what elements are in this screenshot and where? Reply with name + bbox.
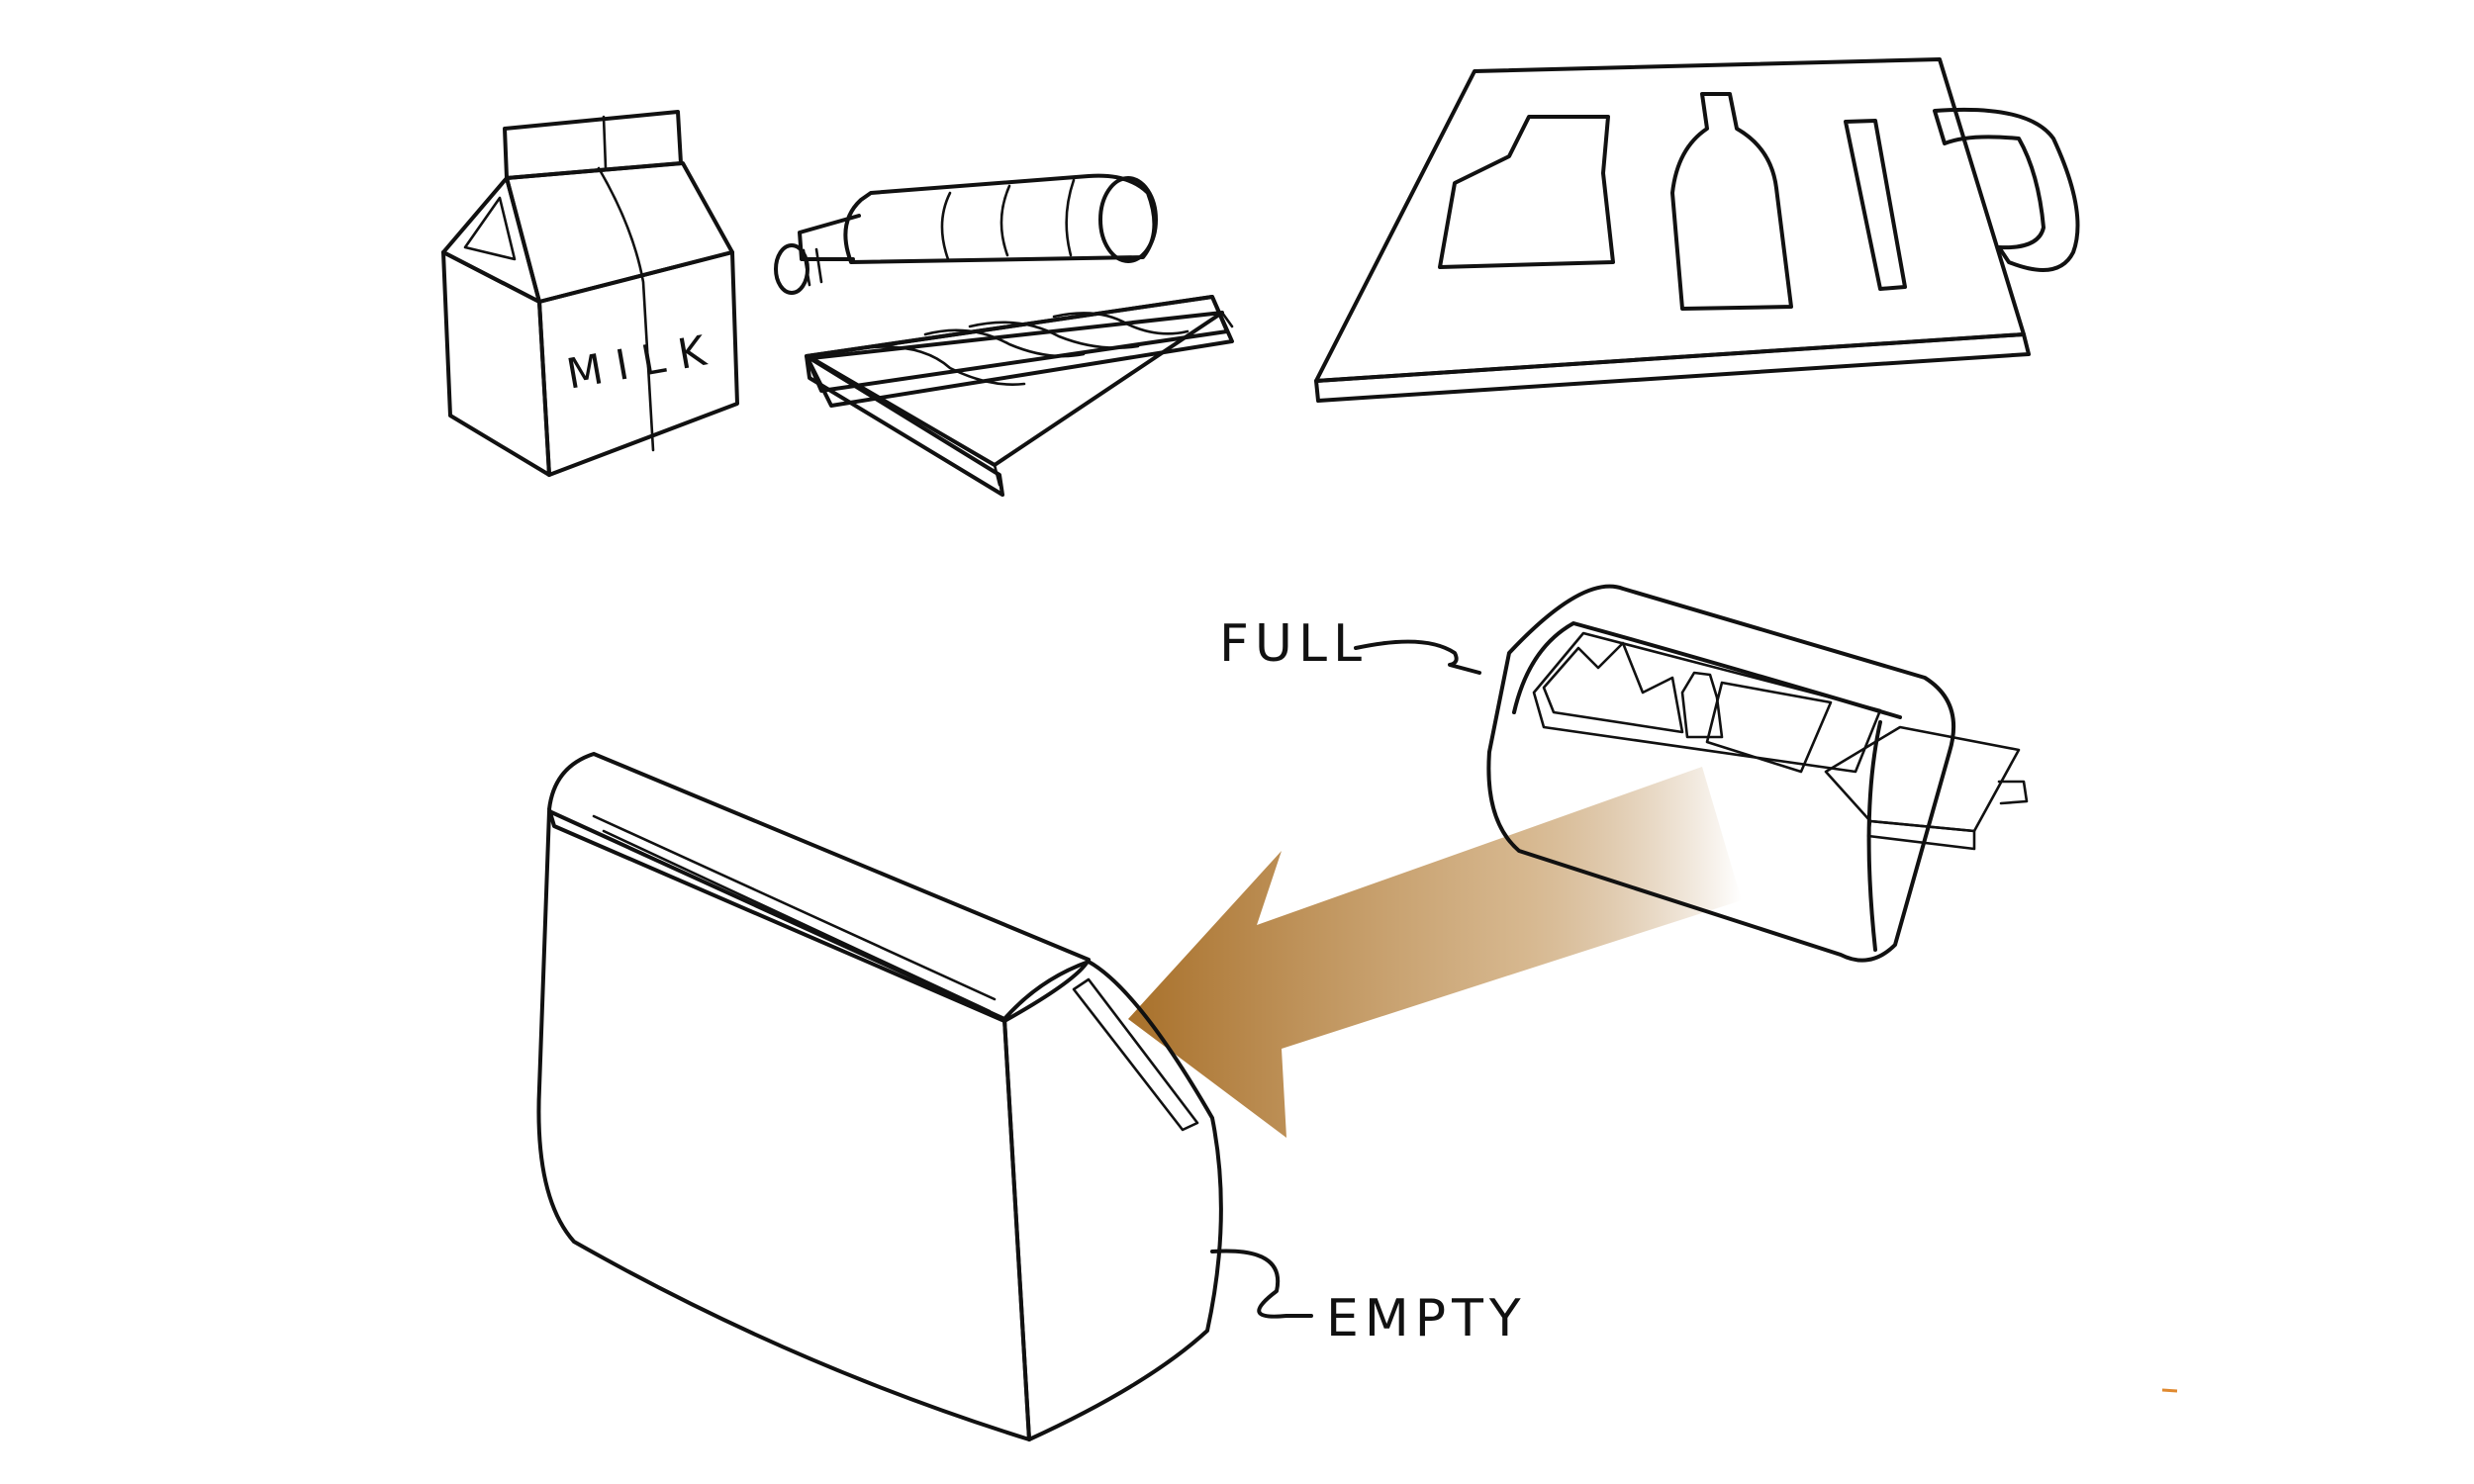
empty-label: EMPTY xyxy=(1326,1289,1527,1348)
milk-label: MILK xyxy=(563,324,723,398)
stray-mark xyxy=(2161,1388,2178,1393)
milk-carton: MILK xyxy=(441,110,739,477)
flattened-bottle xyxy=(774,173,1234,497)
empty-bin: EMPTY xyxy=(536,752,1527,1441)
divider-board xyxy=(1314,57,2080,403)
transfer-arrow xyxy=(1128,767,1742,1138)
full-bin: FULL xyxy=(1219,584,2029,963)
full-label: FULL xyxy=(1219,614,1368,674)
